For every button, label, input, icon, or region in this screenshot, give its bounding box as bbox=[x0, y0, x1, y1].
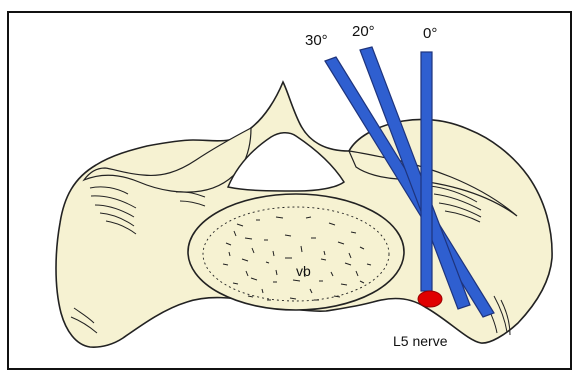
vertebral-body-outline bbox=[188, 194, 404, 310]
vertebral-body-label: vb bbox=[296, 263, 311, 279]
nerve-label: L5 nerve bbox=[393, 333, 448, 349]
label-20-degree: 20° bbox=[352, 23, 375, 40]
l5-nerve-marker bbox=[418, 291, 442, 307]
label-30-degree: 30° bbox=[305, 32, 328, 49]
needle-0-degree bbox=[421, 52, 432, 291]
vertebral-body bbox=[188, 194, 404, 310]
label-0-degree: 0° bbox=[423, 25, 437, 42]
